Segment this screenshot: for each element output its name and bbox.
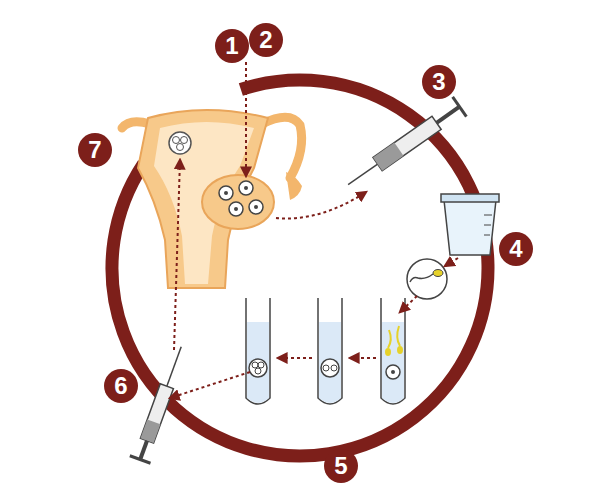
callout-number: 6 [104, 369, 138, 403]
callout-number: 4 [499, 232, 533, 266]
transfer-syringe [130, 343, 192, 463]
callout-number: 5 [324, 449, 358, 483]
cycle-ring [112, 80, 488, 456]
sperm-magnifier [407, 259, 447, 299]
test-tubes [246, 298, 405, 404]
uterus [122, 110, 302, 288]
callout-number: 3 [422, 65, 456, 99]
flow-arrows [170, 62, 458, 398]
syringe [341, 97, 466, 195]
callout-number: 1 [215, 29, 249, 63]
ovary [202, 175, 274, 229]
callout-number: 7 [78, 133, 112, 167]
sample-cup [441, 194, 499, 255]
callout-number: 2 [249, 23, 283, 57]
